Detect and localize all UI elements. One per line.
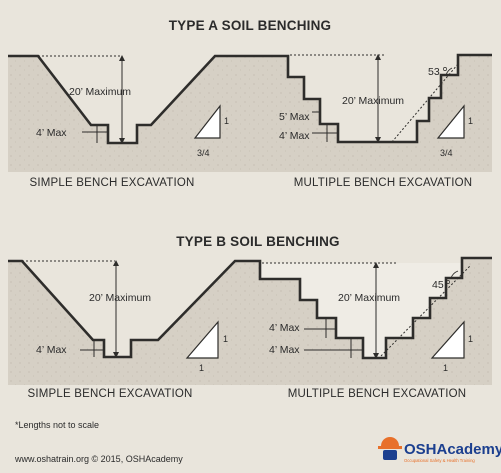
type-b-simple-depth-label: 20’ Maximum bbox=[89, 292, 151, 304]
type-b-degree-symbol bbox=[446, 280, 450, 284]
type-a-title: TYPE A SOIL BENCHING bbox=[169, 18, 332, 33]
type-a-multiple-angle-arc bbox=[445, 67, 453, 76]
type-b-multiple-slope-triangle bbox=[430, 320, 465, 359]
type-a-multiple-depth-label: 20’ Maximum bbox=[342, 95, 404, 107]
type-b-multiple-depth-label: 20’ Maximum bbox=[338, 292, 400, 304]
type-b-multiple-angle-arc bbox=[450, 270, 459, 279]
type-a-simple-profile bbox=[8, 53, 492, 145]
type-a-simple-bench-label: 4’ Max bbox=[36, 127, 67, 139]
oshacademy-logo: OSHAcademy Occupational Safety & Health … bbox=[378, 437, 501, 463]
type-b-multiple-slope-run: 1 bbox=[443, 363, 448, 373]
type-a-multiple-slope-triangle bbox=[436, 104, 465, 139]
type-b-multiple-slope-rise: 1 bbox=[468, 334, 473, 344]
hardhat-icon bbox=[378, 437, 402, 460]
type-a-simple-depth-label: 20’ Maximum bbox=[69, 86, 131, 98]
footnote: *Lengths not to scale bbox=[15, 420, 99, 430]
type-a-simple-slope-rise: 1 bbox=[224, 116, 229, 126]
type-a-multiple-slope-dotted bbox=[391, 63, 459, 143]
type-a-multiple-angle-label: 53 bbox=[428, 66, 440, 78]
type-b-multiple-caption: MULTIPLE BENCH EXCAVATION bbox=[288, 388, 467, 400]
type-a-degree-symbol bbox=[443, 67, 447, 71]
credit-line: www.oshatrain.org © 2015, OSHAcademy bbox=[14, 454, 183, 464]
type-a-simple-slope-run: 3/4 bbox=[197, 148, 210, 158]
type-b-simple-profile bbox=[8, 256, 492, 360]
type-a-multiple-caption: MULTIPLE BENCH EXCAVATION bbox=[294, 177, 473, 189]
type-b-multiple-upper-label: 4’ Max bbox=[269, 322, 300, 334]
type-a-multiple-slope-rise: 1 bbox=[468, 116, 473, 126]
type-a-simple-slope-triangle bbox=[193, 104, 221, 139]
type-b-simple-slope-rise: 1 bbox=[223, 334, 228, 344]
type-a-multiple-upper-label: 5’ Max bbox=[279, 111, 310, 123]
type-a-simple-caption: SIMPLE BENCH EXCAVATION bbox=[30, 177, 195, 189]
type-a-multiple-slope-run: 3/4 bbox=[440, 148, 453, 158]
logo-tagline: Occupational Safety & Health Training bbox=[404, 458, 475, 463]
logo-wordmark: OSHAcademy bbox=[404, 441, 501, 458]
type-b-multiple-cut-area bbox=[260, 263, 462, 358]
type-b-multiple-slope-dotted bbox=[380, 265, 471, 357]
type-a-multiple-lower-label: 4’ Max bbox=[279, 130, 310, 142]
type-b-simple-slope-triangle bbox=[185, 320, 219, 359]
type-b-soil-texture bbox=[8, 258, 492, 385]
type-b-multiple-angle-label: 45 bbox=[432, 279, 444, 291]
type-b-simple-caption: SIMPLE BENCH EXCAVATION bbox=[28, 388, 193, 400]
type-b-multiple-lower-label: 4’ Max bbox=[269, 344, 300, 356]
type-b-simple-bench-label: 4’ Max bbox=[36, 344, 67, 356]
type-b-title: TYPE B SOIL BENCHING bbox=[176, 234, 340, 249]
type-b-simple-slope-run: 1 bbox=[199, 363, 204, 373]
